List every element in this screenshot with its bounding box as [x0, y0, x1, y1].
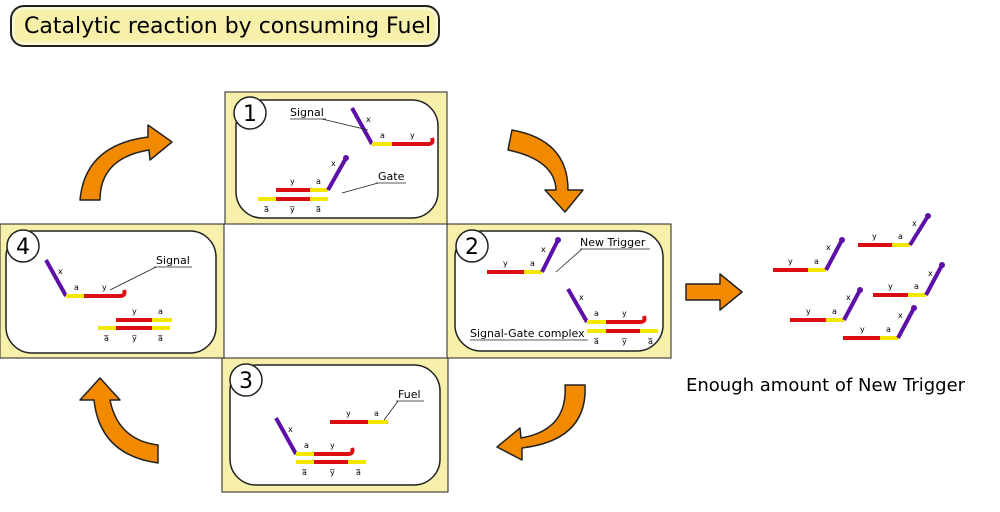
- output-arrow: [685, 273, 743, 311]
- svg-text:x: x: [58, 267, 63, 276]
- svg-text:a: a: [530, 259, 535, 268]
- svg-text:a̅: a̅: [103, 334, 109, 343]
- svg-text:a: a: [898, 232, 903, 241]
- cycle-arrow-1-to-2: [507, 129, 584, 213]
- svg-text:a̅: a̅: [315, 205, 321, 214]
- svg-text:y̅: y̅: [131, 334, 137, 343]
- svg-text:a: a: [886, 325, 891, 334]
- svg-text:a: a: [374, 409, 379, 418]
- svg-text:x: x: [366, 115, 371, 124]
- step-3-fuel-callout: Fuel: [383, 388, 424, 421]
- svg-text:y: y: [503, 259, 508, 268]
- svg-text:Signal: Signal: [156, 254, 190, 267]
- svg-text:y̅: y̅: [329, 468, 335, 477]
- svg-text:y: y: [888, 282, 893, 291]
- svg-text:Signal-Gate complex: Signal-Gate complex: [470, 327, 585, 340]
- svg-text:Fuel: Fuel: [398, 388, 421, 401]
- output-caption: Enough amount of New Trigger: [686, 375, 966, 396]
- svg-text:a: a: [74, 283, 79, 292]
- title-box: Catalytic reaction by consuming Fuel: [10, 5, 440, 47]
- svg-text:Gate: Gate: [378, 170, 405, 183]
- cycle-arrow-3-to-4: [79, 377, 159, 464]
- svg-text:y̅: y̅: [621, 337, 627, 346]
- svg-text:2: 2: [465, 235, 479, 260]
- svg-text:y: y: [806, 307, 811, 316]
- step-1-signal-strand: x a y: [350, 107, 435, 146]
- svg-text:x: x: [826, 243, 831, 252]
- svg-text:a̅: a̅: [593, 337, 599, 346]
- svg-text:4: 4: [16, 235, 30, 260]
- svg-text:x: x: [288, 425, 293, 434]
- svg-text:x: x: [912, 219, 917, 228]
- step-3-signal-gate-complex: x a y a̅ y̅ a̅: [274, 417, 366, 477]
- step-1-signal-callout: Signal: [290, 106, 369, 131]
- svg-text:a: a: [594, 309, 599, 318]
- svg-text:y: y: [788, 257, 793, 266]
- svg-text:a: a: [158, 307, 163, 316]
- svg-text:a̅: a̅: [355, 468, 361, 477]
- svg-text:x: x: [541, 245, 546, 254]
- svg-text:y: y: [410, 131, 415, 140]
- output-trigger-2: y a x: [858, 213, 931, 247]
- step-2-new-trigger: y a x: [487, 237, 561, 274]
- svg-text:y: y: [622, 309, 627, 318]
- svg-text:y: y: [860, 325, 865, 334]
- step-3-fuel-strand: y a: [330, 409, 388, 424]
- svg-text:y: y: [872, 232, 877, 241]
- svg-text:y̅: y̅: [289, 205, 295, 214]
- step-1-number: 1: [233, 96, 267, 130]
- svg-text:y: y: [330, 441, 335, 450]
- svg-text:y: y: [290, 177, 295, 186]
- step-4-waste-complex: y a a̅ y̅ a̅: [98, 307, 172, 343]
- cycle-arrow-4-to-1: [79, 124, 173, 201]
- step-4-signal-callout: Signal: [109, 254, 192, 291]
- svg-text:x: x: [898, 311, 903, 320]
- svg-text:y: y: [102, 283, 107, 292]
- svg-text:1: 1: [243, 102, 257, 127]
- svg-text:a: a: [914, 282, 919, 291]
- output-trigger-3: y a x: [873, 262, 945, 297]
- step-2-number: 2: [455, 229, 489, 263]
- svg-text:x: x: [579, 293, 584, 302]
- output-trigger-5: y a x: [843, 305, 917, 340]
- diagram-title: Catalytic reaction by consuming Fuel: [24, 13, 432, 39]
- step-2-new-trigger-callout: New Trigger: [555, 236, 650, 273]
- svg-text:x: x: [928, 269, 933, 278]
- step-2-complex-callout: Signal-Gate complex: [470, 327, 588, 341]
- svg-text:a̅: a̅: [263, 205, 269, 214]
- svg-text:a: a: [814, 257, 819, 266]
- svg-text:x: x: [846, 293, 851, 302]
- step-4-number: 4: [6, 229, 40, 263]
- svg-text:Signal: Signal: [290, 106, 324, 119]
- step-1-gate-complex: y a x a̅ y̅ a̅: [258, 155, 349, 214]
- step-3-number: 3: [229, 363, 263, 397]
- svg-text:a: a: [380, 131, 385, 140]
- svg-text:New Trigger: New Trigger: [580, 236, 646, 249]
- output-trigger-4: y a x: [790, 287, 863, 322]
- svg-text:3: 3: [239, 369, 253, 394]
- step-2-signal-gate-complex: x a y a̅ y̅ a̅: [566, 288, 658, 346]
- svg-text:a̅: a̅: [647, 337, 653, 346]
- svg-text:x: x: [331, 159, 336, 168]
- svg-text:a: a: [316, 177, 321, 186]
- output-trigger-1: y a x: [773, 237, 845, 272]
- step-1-gate-callout: Gate: [341, 170, 406, 194]
- svg-text:a: a: [832, 307, 837, 316]
- cycle-arrow-2-to-3: [496, 384, 586, 461]
- step-4-signal-strand: x a y: [44, 259, 127, 298]
- svg-text:y: y: [346, 409, 351, 418]
- svg-text:a̅: a̅: [301, 468, 307, 477]
- svg-text:a: a: [304, 441, 309, 450]
- panel-step-3: [221, 357, 449, 493]
- svg-text:y: y: [132, 307, 137, 316]
- svg-text:a̅: a̅: [157, 334, 163, 343]
